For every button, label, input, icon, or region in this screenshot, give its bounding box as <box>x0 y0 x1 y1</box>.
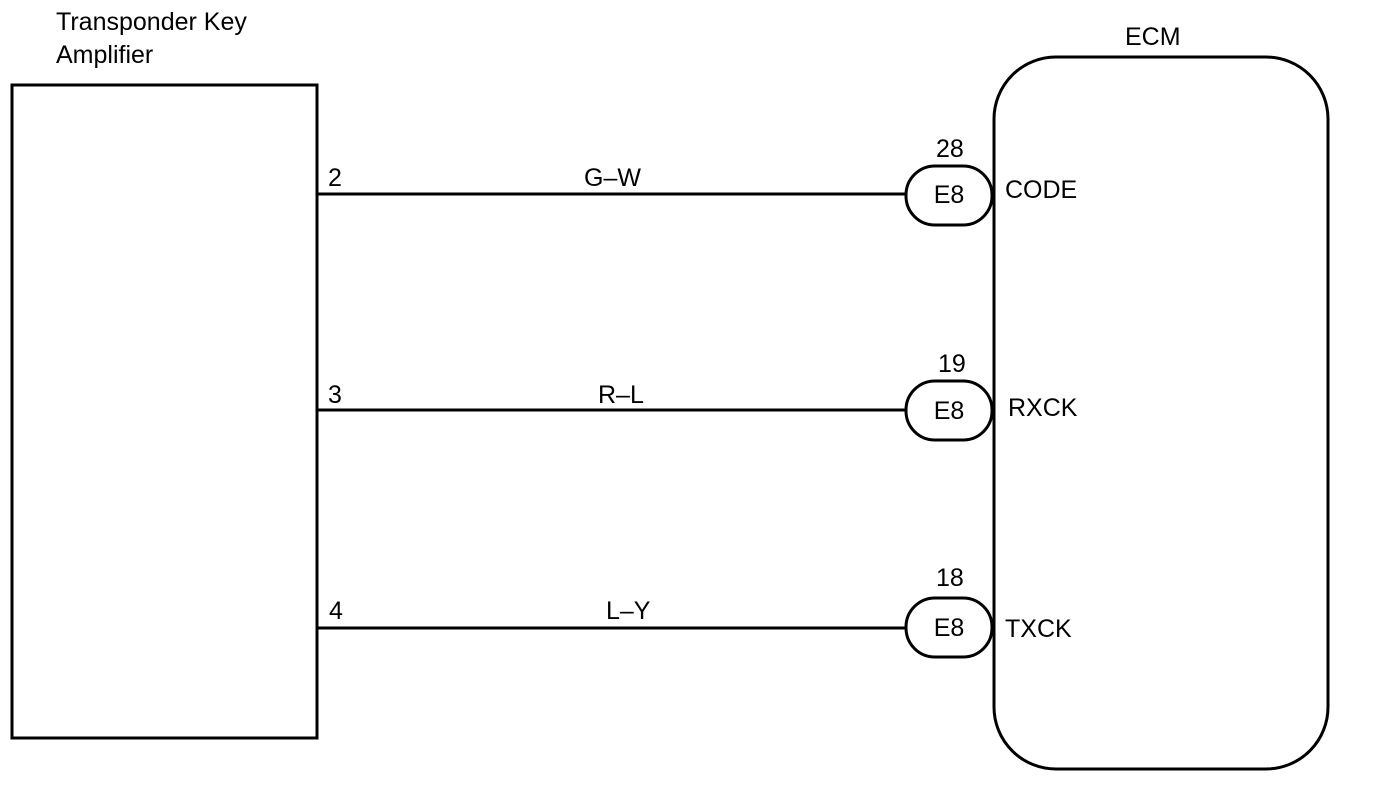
ecm-pin-number: 18 <box>936 564 964 592</box>
transponder-key-amplifier: Transponder Key Amplifier <box>10 8 319 740</box>
connector-label: E8 <box>934 181 965 209</box>
amp-pin-number: 4 <box>329 597 343 625</box>
connector-label: E8 <box>934 614 965 642</box>
amplifier-box <box>10 83 319 740</box>
ecm-unit: ECM <box>992 23 1330 771</box>
wire-color-code: L–Y <box>606 597 651 625</box>
wire-color-code: G–W <box>584 164 641 192</box>
ecm-pin-number: 19 <box>938 350 966 378</box>
ecm-signal-name: CODE <box>1005 176 1077 204</box>
ecm-pin-number: 28 <box>936 135 964 163</box>
ecm-title: ECM <box>1125 23 1181 51</box>
connector-e8 <box>904 596 994 659</box>
amp-pin-number: 3 <box>328 381 342 409</box>
amplifier-title-line2: Amplifier <box>56 41 153 69</box>
connector-e8 <box>904 164 994 227</box>
connector-e8 <box>904 379 994 442</box>
wire-r-l: 3 R–L 19 E8 RXCK <box>318 350 1078 442</box>
amp-pin-number: 2 <box>328 164 342 192</box>
amplifier-title-line1: Transponder Key <box>56 8 247 36</box>
ecm-signal-name: RXCK <box>1008 394 1078 422</box>
connector-label: E8 <box>934 397 965 425</box>
ecm-box <box>992 55 1330 771</box>
wire-l-y: 4 L–Y 18 E8 TXCK <box>318 564 1072 659</box>
wire-g-w: 2 G–W 28 E8 CODE <box>318 135 1077 227</box>
wire-color-code: R–L <box>598 381 644 409</box>
ecm-signal-name: TXCK <box>1005 615 1072 643</box>
